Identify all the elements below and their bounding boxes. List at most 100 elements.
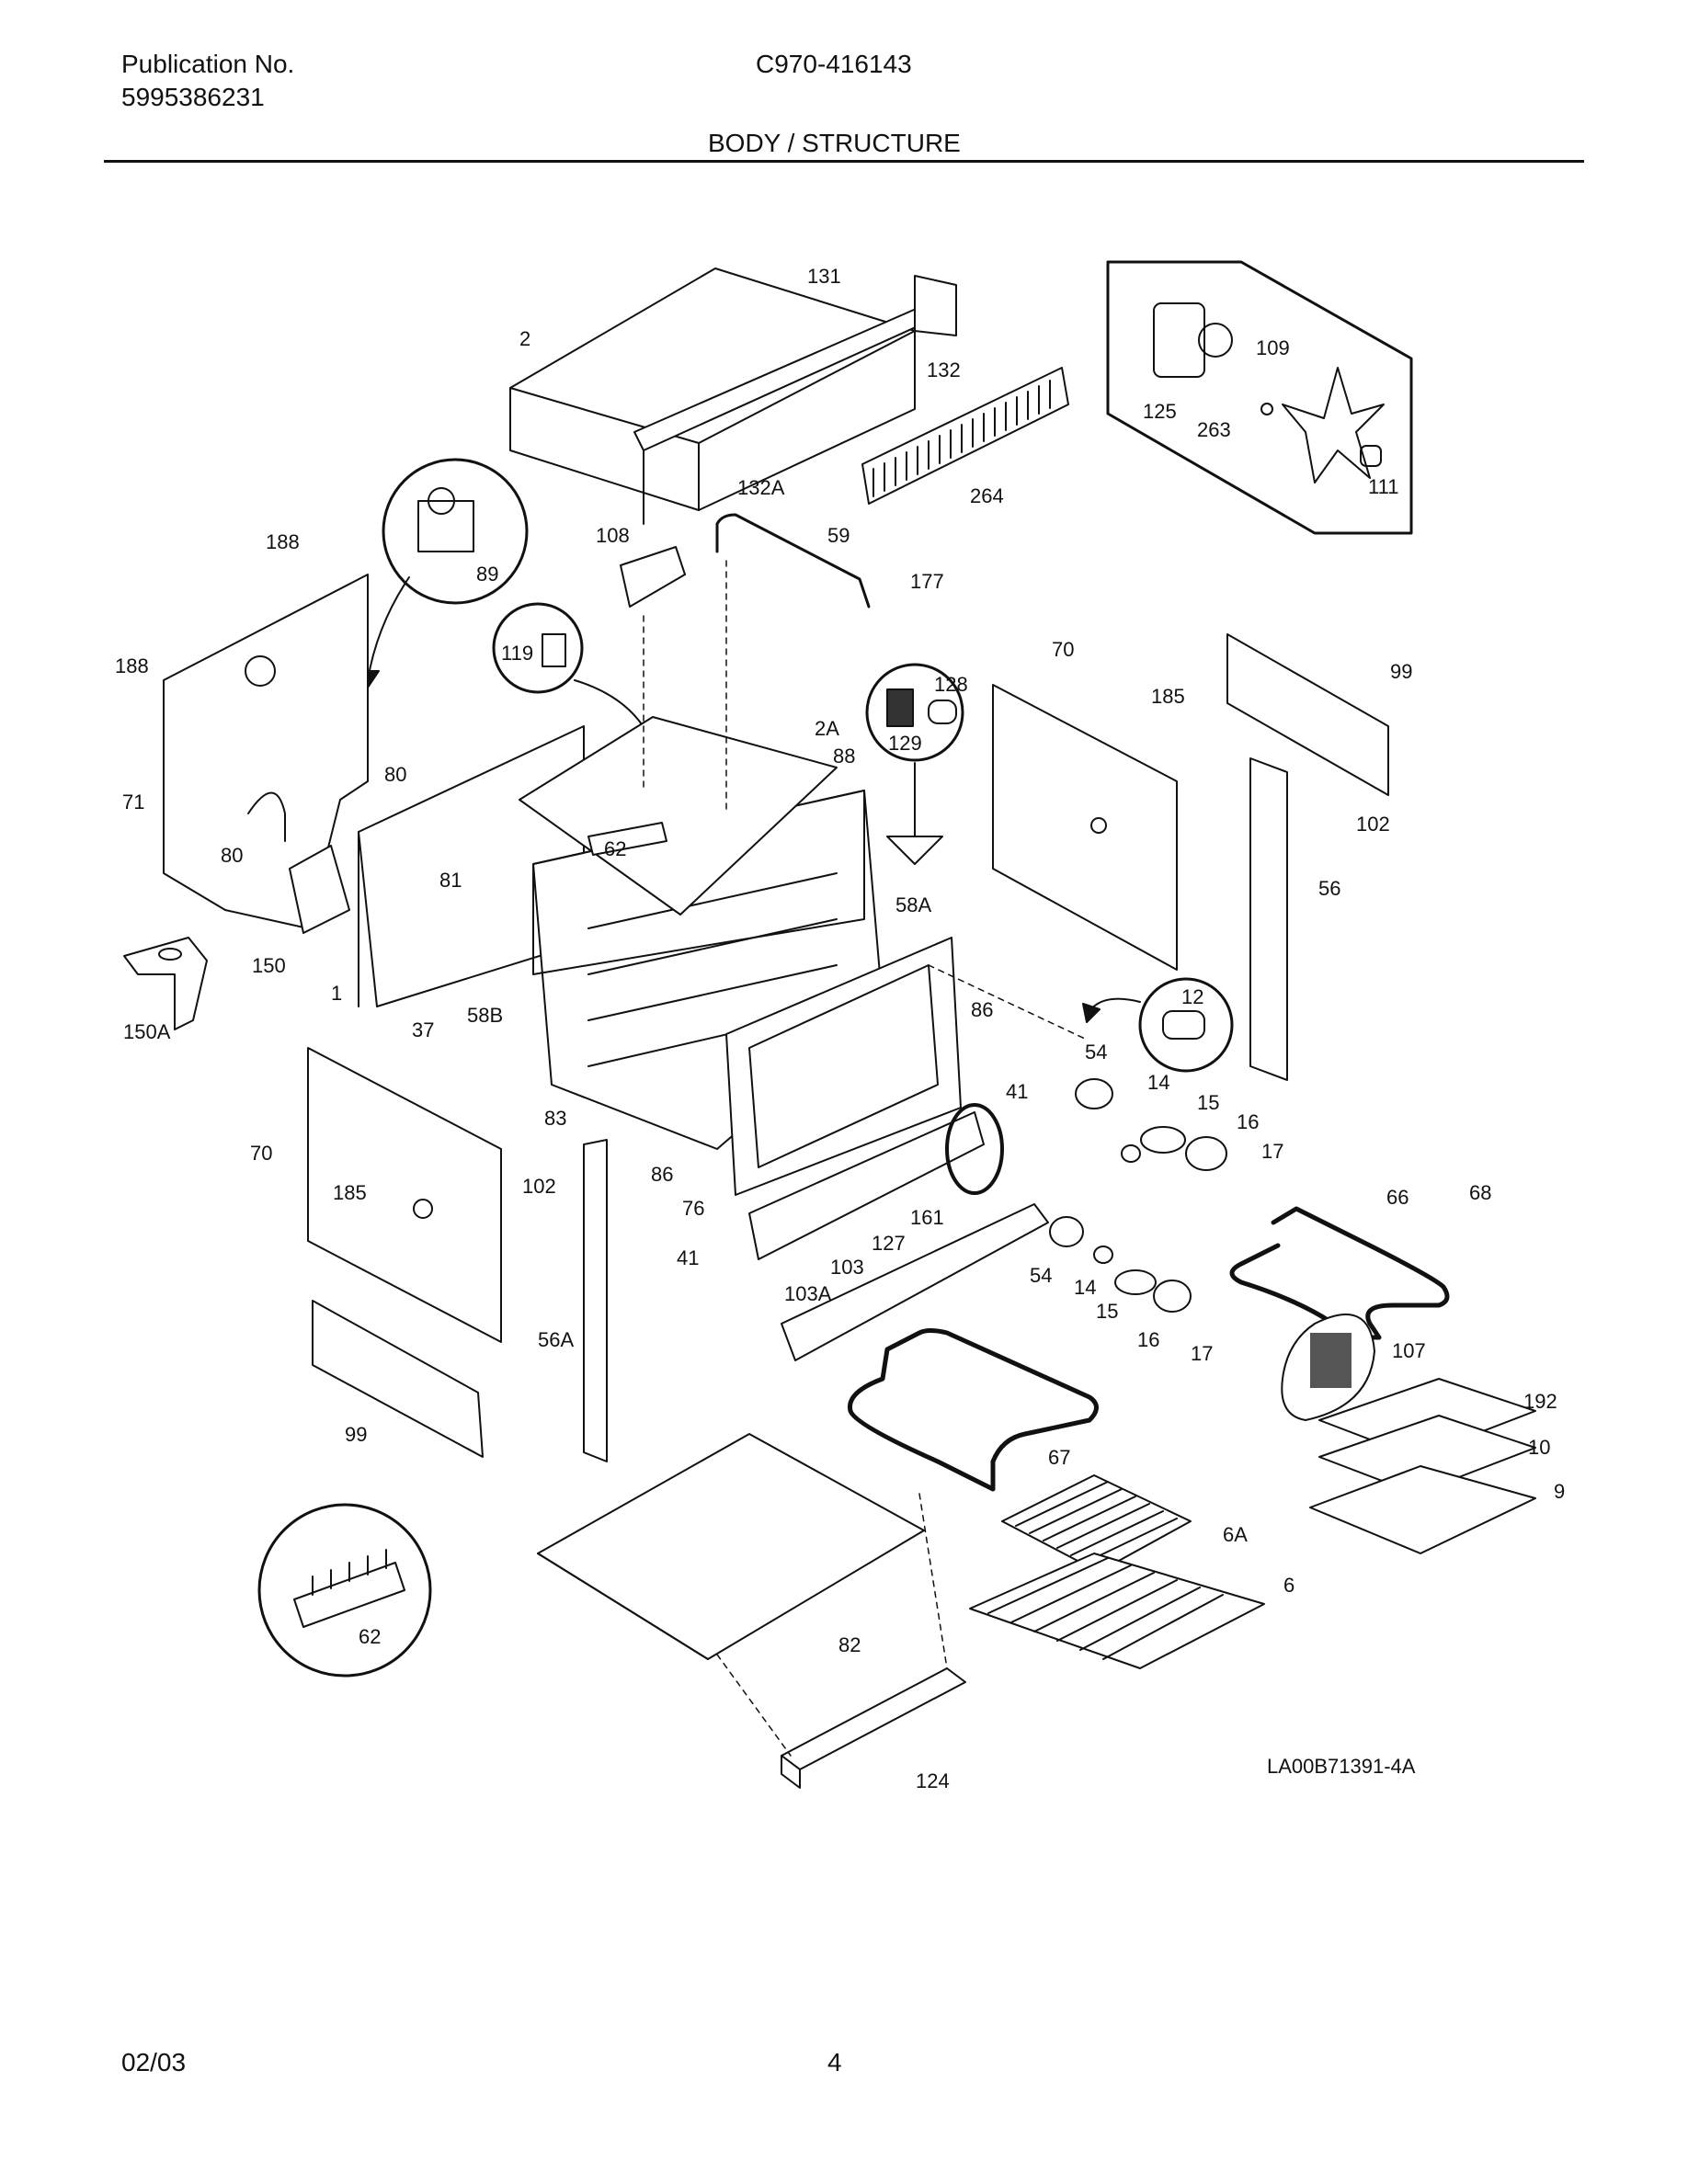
drawing-id: LA00B71391-4A [1267,1755,1416,1778]
page-number: 4 [827,2048,842,2076]
callout-label: 1 [331,982,342,1005]
vent-grille-part [861,367,1069,505]
inset-128-129 [865,663,964,865]
callout-label: 188 [266,530,300,553]
callout-label: 119 [501,642,533,665]
storage-tray-part [781,1667,966,1789]
callout-label: 263 [1197,418,1231,441]
callout-label: 70 [250,1142,272,1165]
callout-label: 68 [1469,1181,1491,1204]
callout-label: 41 [677,1246,699,1269]
callout-label: 56 [1318,877,1340,900]
callout-label: 102 [1356,813,1390,836]
callout-label: 9 [1554,1480,1565,1503]
callout-label: 2A [815,717,839,740]
callout-label: 56A [538,1328,574,1351]
callout-label: 161 [910,1206,944,1229]
cooling-fan-108-part [620,546,686,608]
broil-element-part [1229,1206,1450,1340]
oven-rack-part [969,1474,1265,1669]
callout-label: 128 [934,673,968,696]
bake-element-part [847,1328,1099,1492]
callout-label: 150 [252,954,286,977]
callout-label: 127 [872,1232,906,1255]
callout-label: 15 [1197,1091,1219,1114]
callout-label: 81 [439,869,462,892]
model-number: C970-416143 [756,50,912,78]
callout-label: 185 [333,1181,367,1204]
inset-62 [257,1503,432,1678]
callout-label: 41 [1006,1080,1028,1103]
callout-label: 70 [1052,638,1074,661]
fan-guard-part [1281,1314,1375,1421]
callout-label: 109 [1256,336,1290,359]
footer-date: 02/03 [121,2048,187,2076]
top-cover-part [509,267,916,511]
callout-label: 58B [467,1004,503,1027]
lamp-assembly-part [1049,1078,1227,1313]
callout-label: 80 [221,844,243,867]
callout-label: 132A [737,476,785,499]
callout-label: 129 [888,732,922,755]
callout-label: 59 [827,524,850,547]
header-rule [104,160,1584,163]
callout-label: 76 [682,1197,704,1220]
callout-label: 14 [1074,1276,1096,1299]
callout-label: 86 [651,1163,673,1186]
callout-label: 185 [1151,685,1185,708]
callout-label: 103 [830,1256,864,1279]
callout-label: 16 [1237,1110,1259,1133]
callout-label: 86 [971,998,993,1021]
callout-label: 102 [522,1175,556,1198]
callout-label: 62 [604,837,626,860]
callout-label: 67 [1048,1446,1070,1469]
bracket-150A-part [123,937,208,1030]
callout-label: 62 [359,1625,381,1648]
callout-label: 125 [1143,400,1177,423]
transformer-part [289,845,350,934]
section-title: BODY / STRUCTURE [708,129,961,157]
callout-label: 88 [833,745,855,768]
right-side-panel-part [992,684,1178,971]
callout-label: 17 [1261,1140,1283,1163]
front-frame-part [725,937,962,1196]
callout-label: 103A [784,1282,832,1305]
callout-label: 6A [1223,1523,1248,1546]
callout-label: 54 [1085,1041,1107,1064]
callout-label: 15 [1096,1300,1118,1323]
inset-89 [358,458,529,688]
oven-bottom-part [537,1433,925,1660]
callout-label: 10 [1528,1436,1550,1459]
duct-59-part [715,513,871,609]
rear-bracket-99-part [312,633,1389,1458]
callout-label: 17 [1191,1342,1213,1365]
callout-label: 177 [910,570,944,593]
callout-label: 14 [1147,1071,1169,1094]
publication-number: 5995386231 [121,83,265,111]
gasket-161-part [945,1103,1004,1195]
callout-label: 131 [807,265,841,288]
callout-label: 82 [838,1633,861,1656]
top-channel-part [633,275,957,525]
callout-label: 150A [123,1020,171,1043]
callout-label: 16 [1137,1328,1159,1351]
callout-label: 99 [1390,660,1412,683]
callout-label: 124 [916,1769,950,1792]
top-plate-part [519,716,838,916]
callout-label: 264 [970,484,1004,507]
callout-label: 192 [1523,1390,1557,1413]
callout-label: 6 [1283,1574,1295,1597]
callout-label: 83 [544,1107,566,1130]
assembly-guide-lines [643,560,1086,1757]
callout-label: 12 [1181,985,1203,1008]
callout-label: 107 [1392,1339,1426,1362]
vent-trim-part [748,1111,1049,1361]
callout-label: 80 [384,763,406,786]
convection-fan-inset [1106,260,1413,535]
side-rail-56A-part [583,1139,608,1462]
broiler-pan-part [1309,1378,1536,1554]
callout-label: 58A [895,893,931,916]
callout-label: 2 [519,327,530,350]
callout-label: 37 [412,1018,434,1041]
callout-label: 71 [122,791,144,813]
